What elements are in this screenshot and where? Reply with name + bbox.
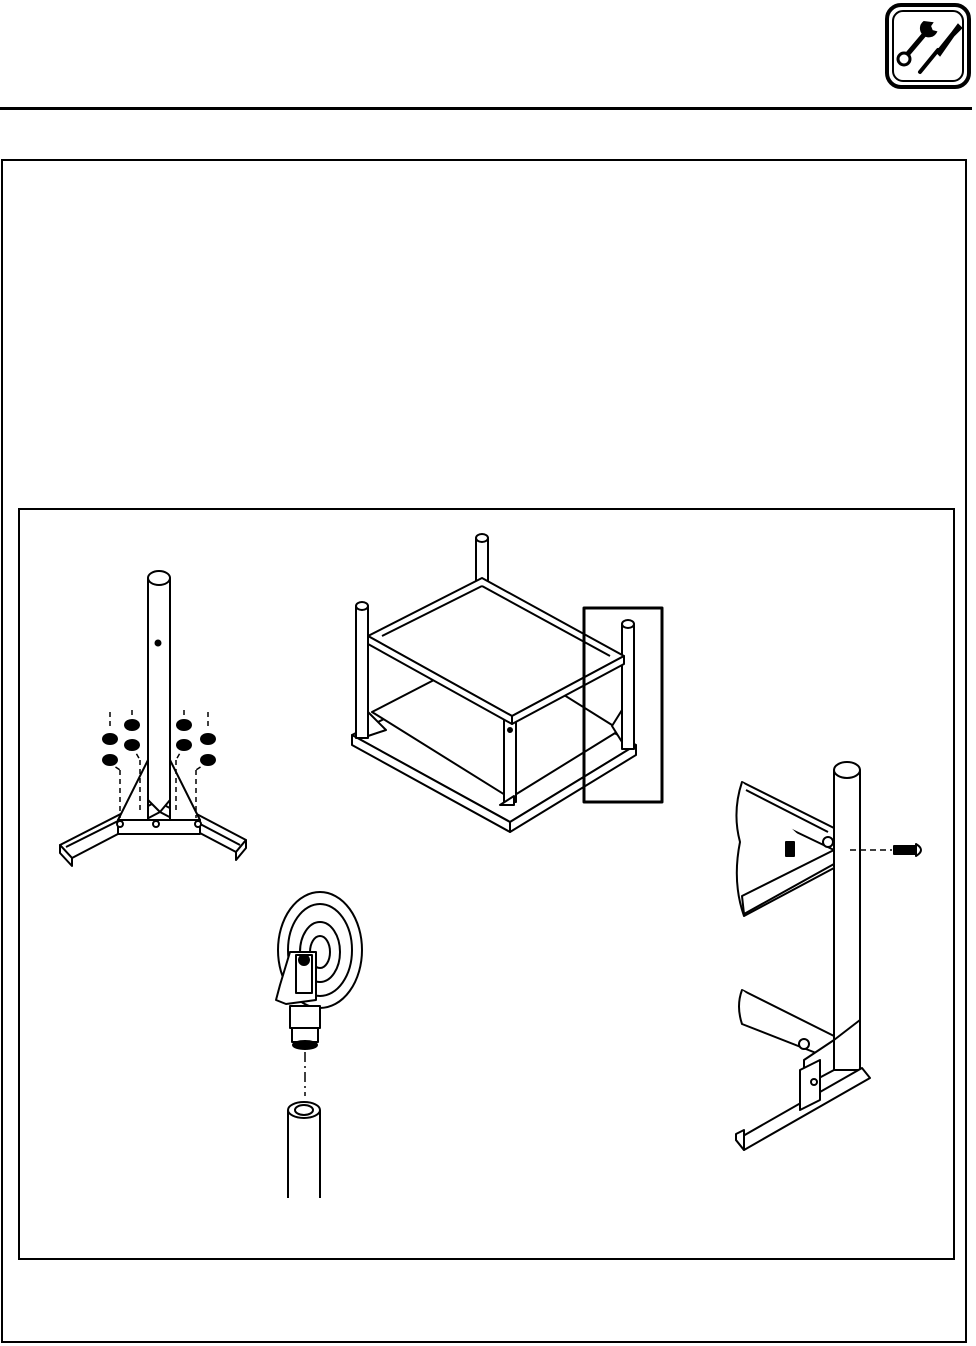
shelf-leg-detail <box>736 762 921 1150</box>
leg-foot-bracket <box>60 571 246 866</box>
stand-frame <box>352 534 636 832</box>
caster-wheel <box>276 892 362 1198</box>
